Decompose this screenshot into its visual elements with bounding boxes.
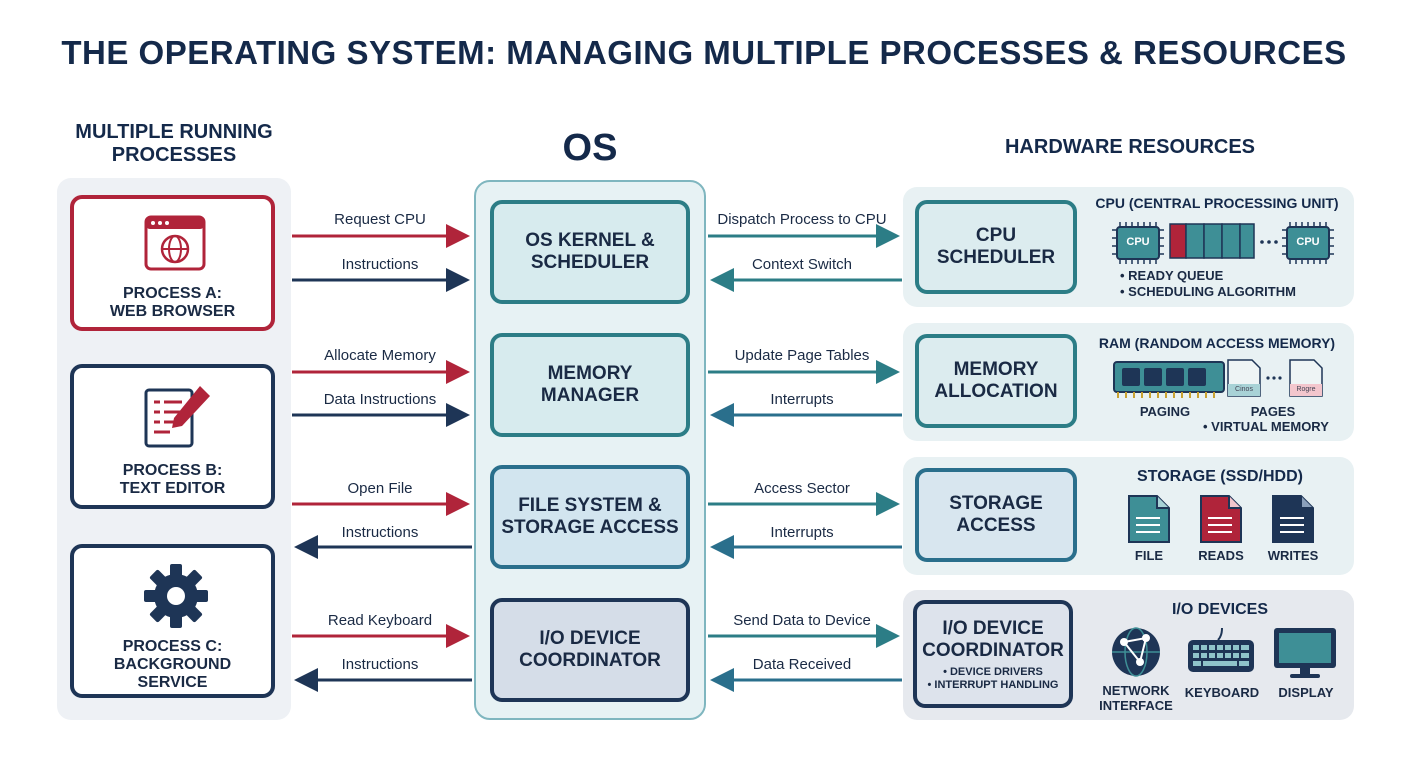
io-coordinator-line-1: I/O DEVICE — [539, 628, 641, 649]
label-access-sector: Access Sector — [754, 480, 850, 497]
memory-box-line-1: MEMORY — [953, 359, 1039, 380]
storage-title: STORAGE (SSD/HDD) — [1137, 468, 1303, 485]
process-c-card[interactable]: PROCESS C: BACKGROUND SERVICE — [70, 544, 275, 698]
hardware-column-header: HARDWARE RESOURCES — [1004, 136, 1256, 158]
keyboard-label: KEYBOARD — [1184, 685, 1260, 700]
process-b-label-2: TEXT EDITOR — [119, 480, 226, 497]
memory-manager-line-1: MEMORY — [547, 363, 633, 384]
label-read-keyboard: Read Keyboard — [327, 612, 433, 629]
storage-writes-label: WRITES — [1267, 548, 1319, 563]
label-request-cpu: Request CPU — [334, 211, 426, 228]
cpu-chip-label-2: CPU — [1296, 236, 1320, 248]
ram-virtual-memory: • VIRTUAL MEMORY — [1203, 419, 1329, 434]
storage-file-label: FILE — [1134, 548, 1164, 563]
display-icon — [1274, 628, 1336, 678]
keyboard-icon — [1188, 627, 1254, 672]
process-c-label-1: PROCESS C: — [122, 638, 223, 655]
ram-graphic — [1113, 359, 1323, 398]
ram-page-1-label: Cinos — [1235, 386, 1253, 393]
os-kernel-line-2: SCHEDULER — [530, 252, 650, 273]
storage-box-line-1: STORAGE — [949, 493, 1043, 514]
io-bullet-interrupts: • INTERRUPT HANDLING — [927, 679, 1059, 691]
label-interrupts-ram: Interrupts — [770, 391, 834, 408]
ram-page-2-label: Rogre — [1296, 386, 1316, 393]
label-instructions-c: Instructions — [341, 656, 419, 673]
label-data-received: Data Received — [752, 656, 852, 673]
io-box-line-2: COORDINATOR — [922, 640, 1064, 661]
ram-title: RAM (RANDOM ACCESS MEMORY) — [1098, 335, 1336, 351]
label-context-switch: Context Switch — [751, 256, 853, 273]
process-b-card[interactable]: PROCESS B: TEXT EDITOR — [70, 364, 275, 509]
process-a-label-2: WEB BROWSER — [109, 303, 236, 320]
io-title: I/O DEVICES — [1171, 601, 1269, 618]
label-allocate-memory: Allocate Memory — [324, 347, 436, 364]
display-label: DISPLAY — [1278, 685, 1334, 700]
cpu-queue-graphic — [1112, 222, 1334, 264]
network-label-2: INTERFACE — [1099, 698, 1173, 713]
label-open-file: Open File — [347, 480, 413, 497]
storage-box-line-2: ACCESS — [956, 515, 1036, 536]
file-icon — [1128, 495, 1170, 543]
ram-pages-label: PAGES — [1250, 404, 1296, 419]
label-data-instructions: Data Instructions — [323, 391, 437, 408]
memory-manager-line-2: MANAGER — [540, 385, 640, 406]
file-system-line-1: FILE SYSTEM & — [518, 495, 662, 516]
file-system-box[interactable]: FILE SYSTEM &STORAGE ACCESS — [490, 465, 690, 569]
editor-icon — [144, 386, 210, 448]
cpu-title: CPU (CENTRAL PROCESSING UNIT) — [1095, 195, 1339, 211]
memory-box-line-2: ALLOCATION — [934, 381, 1058, 402]
os-kernel-scheduler-box[interactable]: OS KERNEL &SCHEDULER — [490, 200, 690, 304]
network-icon — [1112, 627, 1160, 677]
cpu-chip-label-1: CPU — [1126, 236, 1150, 248]
label-instructions-b: Instructions — [341, 524, 419, 541]
process-c-label-2: BACKGROUND — [113, 656, 232, 673]
network-label-1: NETWORK — [1102, 683, 1170, 698]
page-title: THE OPERATING SYSTEM: MANAGING MULTIPLE … — [61, 34, 1347, 71]
label-dispatch: Dispatch Process to CPU — [717, 211, 887, 228]
cpu-box-line-2: SCHEDULER — [936, 247, 1056, 268]
label-send-data: Send Data to Device — [733, 612, 871, 629]
process-a-label-1: PROCESS A: — [123, 285, 222, 302]
label-update-page-tables: Update Page Tables — [734, 347, 870, 364]
process-c-label-3: SERVICE — [137, 674, 208, 691]
browser-icon — [144, 215, 206, 271]
process-a-card[interactable]: PROCESS A: WEB BROWSER — [70, 195, 275, 331]
os-kernel-line-1: OS KERNEL & — [525, 230, 655, 251]
cpu-box-line-1: CPU — [975, 225, 1017, 246]
label-instructions-a: Instructions — [341, 256, 419, 273]
io-bullet-drivers: • DEVICE DRIVERS — [943, 666, 1043, 678]
io-box-line-1: I/O DEVICE — [942, 618, 1044, 639]
file-system-line-2: STORAGE ACCESS — [501, 517, 679, 538]
os-column-header: OS — [562, 127, 618, 169]
storage-reads-label: READS — [1198, 548, 1244, 563]
cpu-bullet-ready-queue: • READY QUEUE — [1120, 268, 1224, 283]
io-coordinator-line-2: COORDINATOR — [519, 650, 661, 671]
ram-paging-label: PAGING — [1139, 404, 1191, 419]
cpu-bullet-scheduling: • SCHEDULING ALGORITHM — [1120, 284, 1296, 299]
label-interrupts-storage: Interrupts — [770, 524, 834, 541]
process-b-label-1: PROCESS B: — [122, 462, 223, 479]
gear-icon — [144, 564, 208, 628]
writes-icon — [1272, 495, 1314, 543]
processes-column-header: MULTIPLE RUNNING PROCESSES — [75, 121, 273, 166]
reads-icon — [1200, 495, 1242, 543]
io-device-coordinator-box[interactable]: I/O DEVICE COORDINATOR • DEVICE DRIVERS … — [913, 600, 1073, 708]
